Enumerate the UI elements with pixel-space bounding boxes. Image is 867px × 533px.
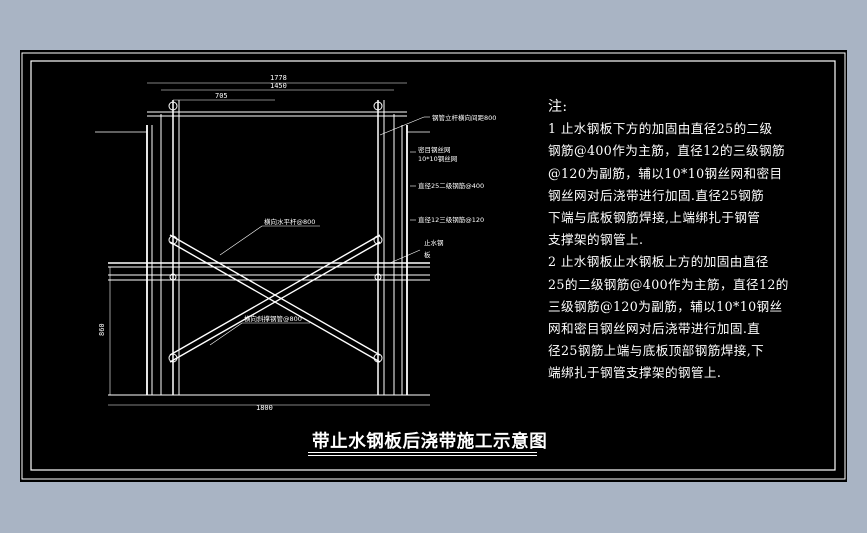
label-wire-mesh: 10*10钢丝网: [418, 154, 457, 163]
label-diagonal-brace: 横向斜撑钢管@800: [244, 314, 302, 323]
label-mesh: 密目钢丝网: [418, 145, 451, 154]
leader: [379, 116, 425, 136]
dim-text-top-inner: 1450: [270, 82, 287, 90]
notes-block: 注: 1 止水钢板下方的加固由直径25的二级 钢筋@400作为主筋，直径12的三…: [548, 96, 803, 385]
notes-line: @120为副筋，辅以10*10钢丝网和密目: [548, 165, 783, 181]
clamp: [169, 273, 177, 281]
drawing-caption: 带止水钢板后浇带施工示意图: [312, 432, 548, 452]
clamp: [374, 273, 382, 281]
notes-heading: 注:: [548, 99, 568, 115]
notes-line: 2 止水钢板止水钢板上方的加固由直径: [548, 254, 769, 270]
notes-line: 支撑架的钢管上.: [548, 232, 644, 248]
notes-line: 25的二级钢筋@400作为主筋，直径12的: [548, 276, 789, 292]
brace-b2: [169, 241, 381, 363]
clamp: [168, 235, 178, 245]
outer-frame: [21, 52, 846, 480]
notes-line: 端绑扎于钢管支撑架的钢管上.: [548, 365, 722, 381]
dim-text-left: 860: [98, 323, 106, 336]
label-pipe-vertical: 钢管立杆横向间距800: [432, 113, 496, 122]
notes-line: 三级钢筋@120为副筋，辅以10*10钢丝: [548, 298, 783, 314]
label-waterstop-1: 止水钢: [424, 238, 444, 247]
dim-text-top-outer: 1778: [270, 74, 287, 82]
drawing-sheet: 1778 1450 705 1800 860 钢管立杆横向间距800 密目钢丝网…: [20, 50, 847, 482]
notes-line: 钢筋@400作为主筋，直径12的三级钢筋: [548, 143, 785, 159]
leader: [209, 322, 243, 346]
notes-line: 下端与底板钢筋焊接,上端绑扎于钢管: [548, 210, 761, 226]
clamp: [373, 235, 383, 245]
clamp: [373, 353, 383, 363]
label-horizontal-bar: 横向水平杆@800: [264, 217, 315, 226]
label-rebar-25: 直径25二级钢筋@400: [418, 181, 484, 190]
leader: [219, 225, 263, 256]
notes-line: 网和密目钢丝网对后浇带进行加固.直: [548, 321, 761, 337]
construction-drawing: 1778 1450 705 1800 860 钢管立杆横向间距800 密目钢丝网…: [21, 52, 846, 480]
clamp: [168, 101, 178, 111]
inner-frame: [30, 60, 836, 471]
notes-line: 径25钢筋上端与底板顶部钢筋焊接,下: [548, 343, 765, 359]
notes-line: 钢丝网对后浇带进行加固.直径25钢筋: [548, 187, 765, 203]
label-waterstop-2: 板: [424, 250, 431, 259]
dim-text-bottom: 1800: [256, 404, 273, 412]
caption-underline: [308, 452, 537, 453]
caption-underline-2: [308, 455, 537, 456]
notes-line: 1 止水钢板下方的加固由直径25的二级: [548, 121, 773, 137]
dim-text-top-partial: 705: [215, 92, 228, 100]
label-rebar-12: 直径12三级钢筋@120: [418, 215, 484, 224]
leader: [389, 249, 421, 264]
clamp: [168, 353, 178, 363]
clamp: [373, 101, 383, 111]
brace-b1: [169, 234, 381, 356]
